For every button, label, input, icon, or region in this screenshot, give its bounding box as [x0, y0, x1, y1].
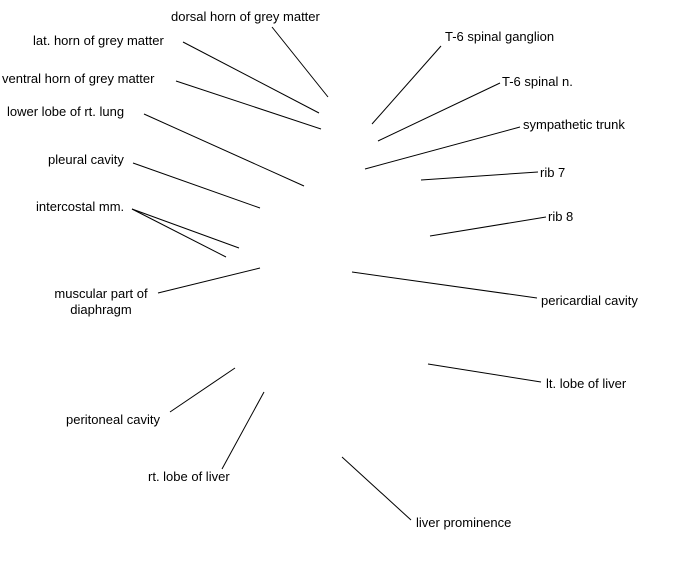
label-lt-lobe-liver: lt. lobe of liver — [546, 376, 627, 391]
label-peritoneal-cavity: peritoneal cavity — [66, 412, 160, 427]
label-intercostal-mm: intercostal mm. — [36, 199, 125, 214]
leader-peritoneal-cavity — [169, 367, 236, 413]
leader-sympathetic-trunk — [364, 126, 521, 170]
leader-rib-7 — [420, 171, 539, 181]
label-lat-horn: lat. horn of grey matter — [33, 33, 164, 48]
label-rt-lobe-liver: rt. lobe of liver — [148, 469, 230, 484]
label-pericardial-cavity: pericardial cavity — [541, 293, 638, 308]
label-muscular-diaphragm-line1: muscular part of — [54, 286, 148, 301]
label-t6-spinal-ganglion: T-6 spinal ganglion — [445, 29, 555, 44]
label-lower-lobe-lung: lower lobe of rt. lung — [7, 104, 125, 119]
label-t6-spinal-n: T-6 spinal n. — [502, 74, 573, 89]
label-muscular-diaphragm: muscular part of diaphragm — [46, 286, 156, 318]
label-liver-prominence: liver prominence — [416, 515, 512, 530]
leader-liver-prominence — [341, 456, 412, 521]
label-ventral-horn: ventral horn of grey matter — [2, 71, 155, 86]
leader-rt-lobe-liver — [221, 391, 265, 470]
label-dorsal-horn: dorsal horn of grey matter — [171, 9, 320, 24]
leader-t6-spinal-n — [377, 82, 501, 142]
leader-muscular-diaphragm — [157, 267, 261, 294]
leader-ventral-horn — [175, 80, 322, 130]
label-muscular-diaphragm-line2: diaphragm — [70, 302, 132, 317]
label-rib-7: rib 7 — [540, 165, 566, 180]
leader-lat-horn — [182, 41, 320, 114]
label-sympathetic-trunk: sympathetic trunk — [523, 117, 625, 132]
leader-intercostal-a — [131, 208, 240, 249]
leader-lt-lobe-liver — [427, 363, 542, 383]
leader-pericardial-cavity — [351, 271, 538, 299]
leader-lower-lobe-lung — [143, 113, 305, 187]
leader-dorsal-horn — [271, 26, 329, 98]
label-pleural-cavity: pleural cavity — [48, 152, 124, 167]
leader-pleural-cavity — [132, 162, 261, 209]
label-rib-8: rib 8 — [548, 209, 574, 224]
leader-t6-spinal-ganglion — [371, 45, 442, 125]
leader-intercostal-b — [131, 208, 227, 258]
leader-rib-8 — [429, 216, 547, 237]
